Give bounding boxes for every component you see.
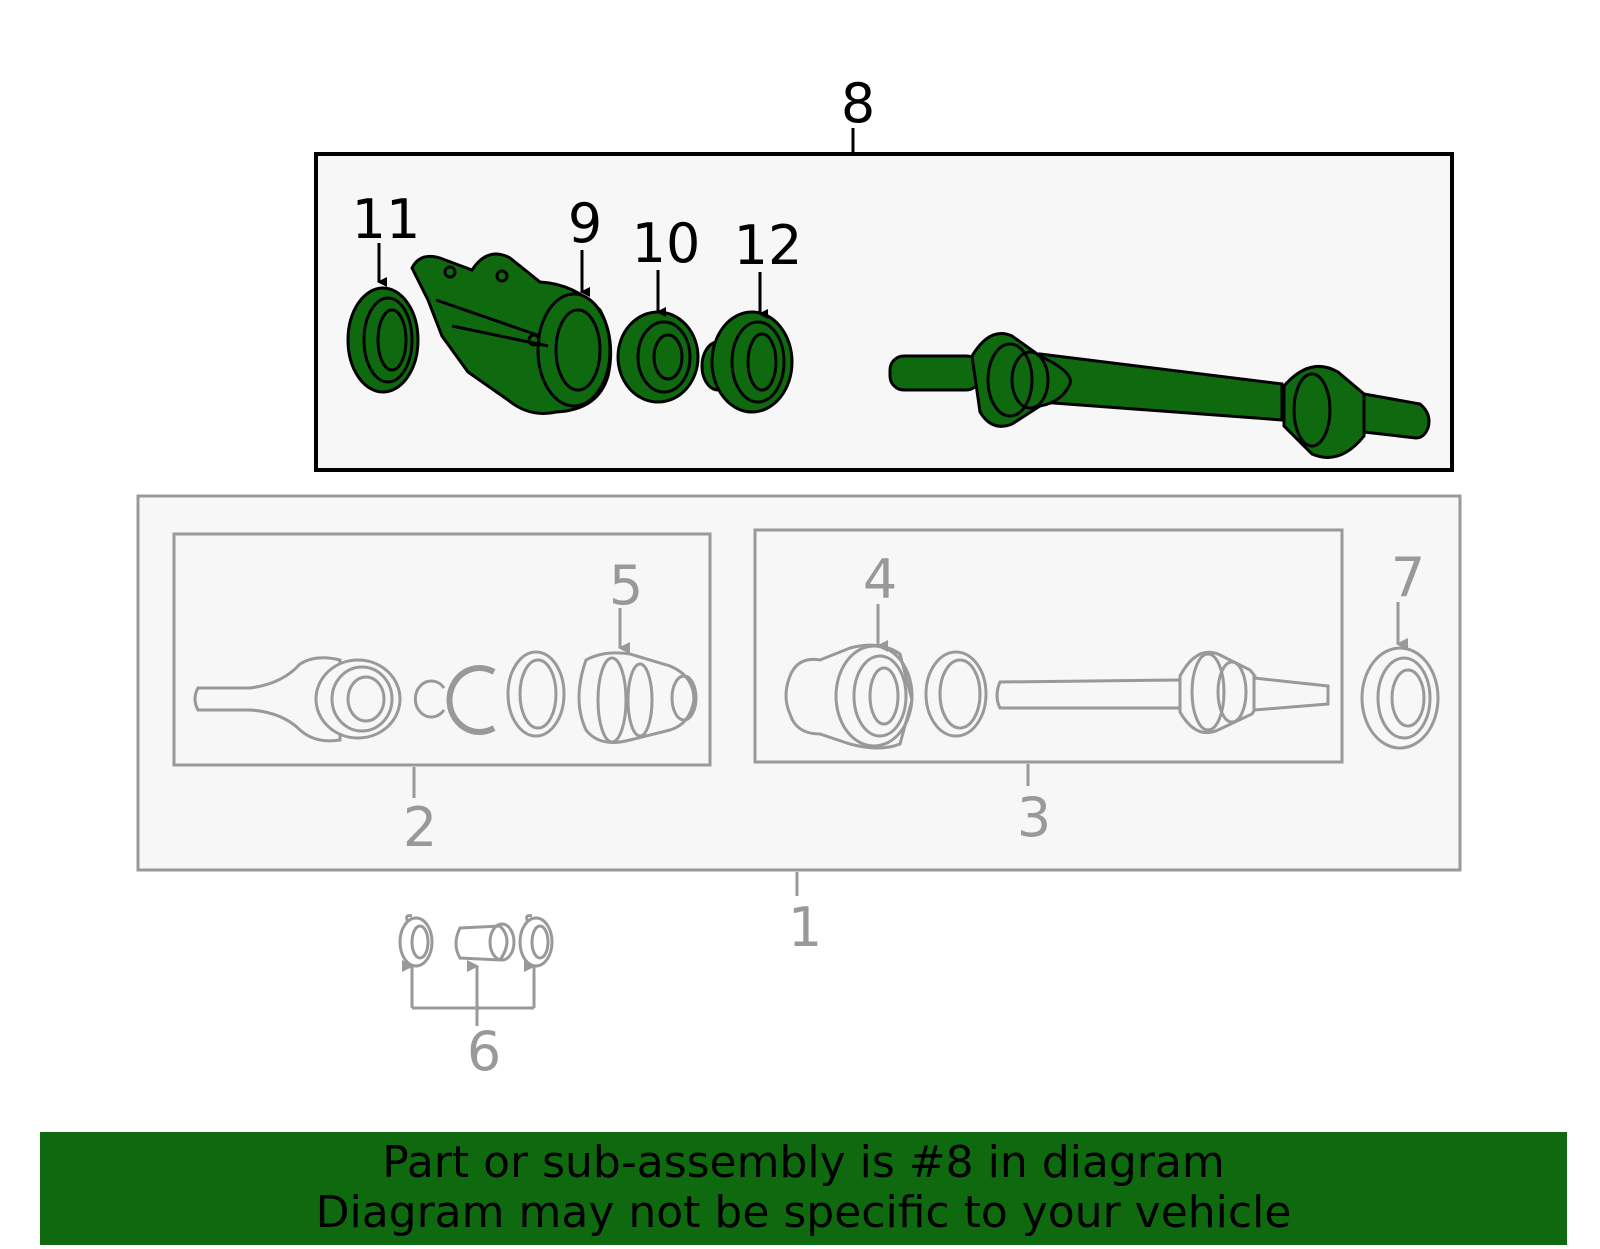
callout-4: 4 (863, 548, 897, 611)
part-11-icon[interactable] (346, 286, 420, 394)
banner-line-1: Part or sub-assembly is #8 in diagram (382, 1137, 1225, 1188)
part-6-icons (398, 914, 554, 968)
notice-banner: Part or sub-assembly is #8 in diagram Di… (40, 1132, 1567, 1245)
callout-11: 11 (352, 188, 421, 251)
callout-12: 12 (734, 214, 803, 277)
callout-3: 3 (1017, 786, 1051, 849)
callout-1: 1 (788, 896, 822, 959)
callout-5: 5 (609, 554, 643, 617)
callout-7: 7 (1391, 546, 1425, 609)
banner-line-2: Diagram may not be specific to your vehi… (315, 1187, 1292, 1238)
part-3-icons (784, 643, 1330, 750)
callout-9: 9 (568, 192, 602, 255)
assembly-1-group[interactable]: 1 2 5 (136, 494, 1462, 959)
part-9-icon[interactable] (410, 252, 613, 415)
axle-shaft-assembly-icon[interactable] (888, 332, 1431, 459)
assembly-8-group[interactable]: 8 11 9 10 (314, 72, 1454, 472)
part-6-group[interactable]: 6 (398, 914, 554, 1083)
callout-10: 10 (632, 212, 701, 275)
part-7-icon[interactable] (1360, 646, 1440, 750)
callout-8: 8 (841, 72, 875, 135)
leader-6 (402, 960, 536, 1026)
part-2-icons (193, 650, 698, 744)
part-10-icon[interactable] (616, 310, 700, 404)
part-12-icon[interactable] (700, 310, 794, 414)
callout-6: 6 (467, 1020, 501, 1083)
assembly-2-group[interactable]: 2 5 (172, 532, 712, 859)
callout-2: 2 (403, 796, 437, 859)
assembly-3-group[interactable]: 3 4 (753, 528, 1344, 849)
